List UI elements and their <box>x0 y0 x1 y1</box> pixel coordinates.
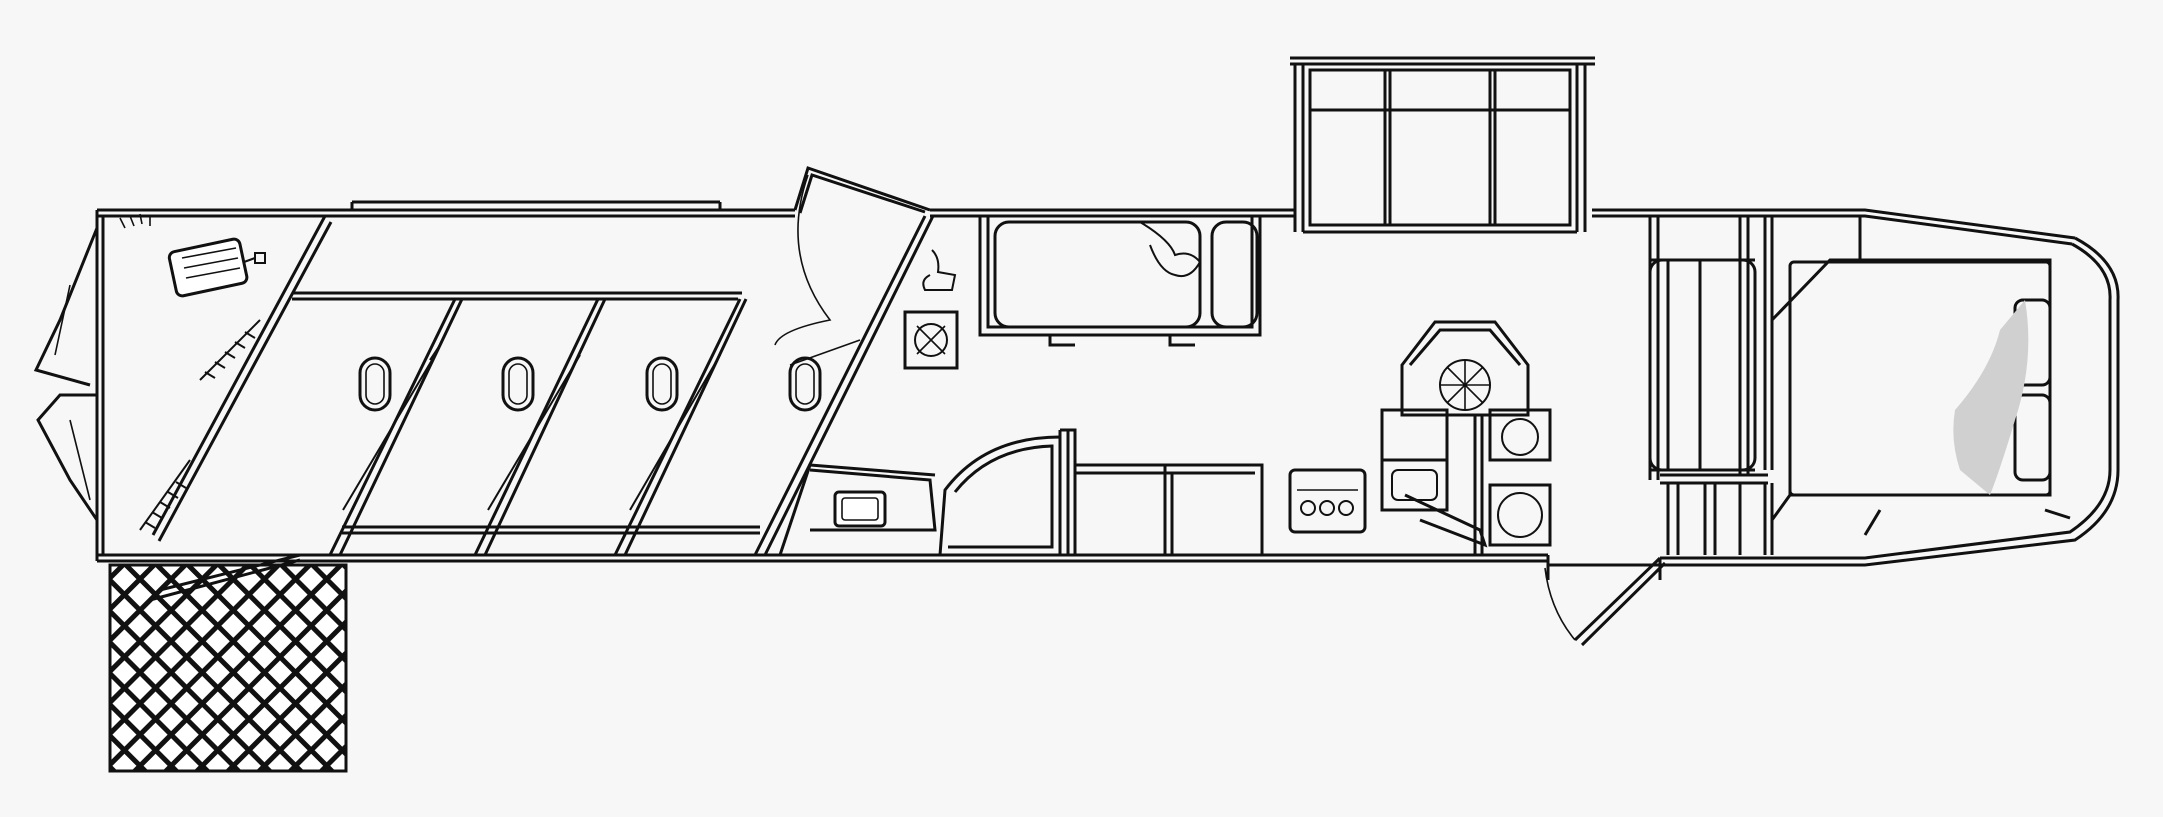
stall-window-2 <box>501 356 535 412</box>
rear-ramp <box>108 563 348 773</box>
bunk-bed <box>978 216 1262 347</box>
tack-hooks <box>139 319 261 531</box>
bathroom <box>938 428 1077 557</box>
kitchen-sink <box>1391 469 1438 501</box>
saddle-rack <box>167 237 266 298</box>
ramp-door-swing <box>149 558 301 602</box>
closet <box>1648 216 1774 555</box>
stall-window-4 <box>788 356 822 412</box>
vanity-sink <box>833 490 887 528</box>
kitchen-counter <box>1073 430 1367 555</box>
slide-sofa <box>1308 68 1572 227</box>
cooktop <box>1288 468 1367 534</box>
bed <box>1770 216 2071 555</box>
pillow-right <box>2013 393 2052 482</box>
dressing-area <box>778 249 959 556</box>
dinette <box>1380 320 1552 555</box>
slide-out <box>1290 56 1595 234</box>
toilet <box>903 310 959 370</box>
bed-cover-fold <box>1953 300 2029 495</box>
horse-area <box>151 166 935 556</box>
burner-2 <box>1319 500 1335 516</box>
stall-window-3 <box>645 356 679 412</box>
entry-door <box>1544 555 1667 647</box>
burner-3 <box>1338 500 1354 516</box>
burner-1 <box>1300 500 1316 516</box>
dinette-table <box>1400 320 1530 417</box>
trailer-outer-shell <box>33 208 2120 567</box>
stall-window-1 <box>358 356 392 412</box>
